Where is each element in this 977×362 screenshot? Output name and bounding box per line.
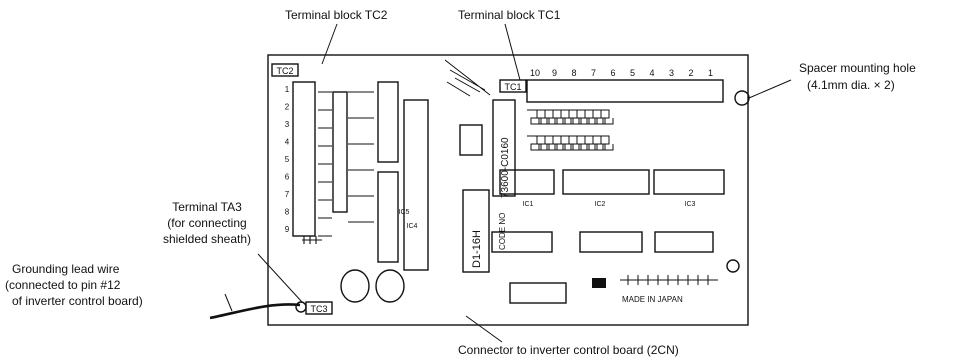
tc2-pin-number: 9 xyxy=(285,225,290,234)
tc1-pin-number: 8 xyxy=(571,68,576,78)
hatched-mark xyxy=(444,59,491,97)
tc2-terminal-block xyxy=(292,81,316,237)
tc1-pin-number: 6 xyxy=(610,68,615,78)
connector-leader xyxy=(465,315,503,343)
tc1-board-label: TC1 xyxy=(504,82,521,92)
tc2-callout: Terminal block TC2 xyxy=(285,8,388,22)
ic-column-c xyxy=(403,99,429,271)
tc2-label-box xyxy=(271,63,299,77)
tc1-pin-number: 5 xyxy=(630,68,635,78)
tc2-pin-number: 6 xyxy=(285,173,290,182)
code-no-label: CODE NO xyxy=(498,213,507,250)
spacer-hole-top xyxy=(734,90,750,106)
ic-column-b xyxy=(377,171,399,263)
ic-label: IC3 xyxy=(685,201,696,208)
grounding-terminal xyxy=(295,301,307,313)
ic-row-6 xyxy=(654,231,714,253)
ic-label: IC2 xyxy=(595,201,606,208)
ground-callout-line1: Grounding lead wire xyxy=(12,262,120,276)
tc1-pin-number: 7 xyxy=(591,68,596,78)
ic-row-2 xyxy=(562,169,650,195)
ta3-callout-line2: (for connecting xyxy=(167,216,247,230)
part-number-strip xyxy=(492,99,516,197)
ic-row-4 xyxy=(491,231,553,253)
ta3-leader xyxy=(257,253,303,303)
tc1-leader xyxy=(504,23,521,81)
d1-16h-label: D1-16H xyxy=(471,230,483,268)
tc2-pin-number: 2 xyxy=(285,103,290,112)
tc1-pin-number: 9 xyxy=(552,68,557,78)
tc2-board-label: TC2 xyxy=(276,66,293,76)
ic-label: IC1 xyxy=(523,201,534,208)
ic-column-a xyxy=(377,81,399,163)
ic-tall-left xyxy=(332,91,348,213)
ic-row-5 xyxy=(579,231,643,253)
tc1-pin-number: 2 xyxy=(688,68,693,78)
tc1-resistor-row-1 xyxy=(527,109,614,125)
ta3-callout-line1: Terminal TA3 xyxy=(172,200,242,214)
tc1-pin-number: 1 xyxy=(708,68,713,78)
left-component-ladder xyxy=(302,91,374,244)
tc2-pin-number: 4 xyxy=(285,138,290,147)
tc3-board-label: TC3 xyxy=(310,304,327,314)
capacitor-oval-1 xyxy=(340,269,370,303)
grounding-lead-wire xyxy=(209,303,301,320)
capacitor-oval-2 xyxy=(375,269,405,303)
connector-callout: Connector to inverter control board (2CN… xyxy=(458,343,679,357)
tc1-resistor-row-2 xyxy=(527,135,614,151)
made-in-japan-label: MADE IN JAPAN xyxy=(622,295,683,304)
part-number-label: 73600-C0160 xyxy=(500,137,511,198)
spacer-hole-bottom xyxy=(726,259,740,273)
leader-lines xyxy=(224,23,792,343)
spacer-callout-line1: Spacer mounting hole xyxy=(799,61,916,75)
black-connector-block xyxy=(592,278,606,288)
tc2-pin-number: 1 xyxy=(285,85,290,94)
ic-row-3 xyxy=(653,169,725,195)
ic-bottom xyxy=(509,282,567,304)
tc1-pin-number: 3 xyxy=(669,68,674,78)
tc2-pin-number: 7 xyxy=(285,190,290,199)
ic-row-1 xyxy=(499,169,555,195)
bottom-right-resistor-row xyxy=(620,275,718,285)
spacer-leader xyxy=(748,79,792,99)
ic-label: IC4 xyxy=(407,223,418,230)
tc1-pin-numbers: 10 9 8 7 6 5 4 3 2 1 xyxy=(530,68,713,78)
tc2-pin-numbers: 1 2 3 4 5 6 7 8 9 xyxy=(285,85,290,234)
tc2-pin-number: 3 xyxy=(285,120,290,129)
ground-leader xyxy=(224,293,233,312)
ground-callout-line2: (connected to pin #12 xyxy=(5,278,121,292)
tc2-leader xyxy=(321,23,338,65)
tc1-callout: Terminal block TC1 xyxy=(458,8,561,22)
d1-16h-chip xyxy=(462,189,490,273)
tc2-pin-number: 8 xyxy=(285,208,290,217)
ta3-callout-line3: shielded sheath) xyxy=(162,232,252,246)
tc1-pin-number: 4 xyxy=(649,68,654,78)
tc1-terminal-block xyxy=(526,79,724,103)
ic-label: IC5 xyxy=(399,209,410,216)
ground-callout-line3: of inverter control board) xyxy=(12,294,143,308)
small-chip-top xyxy=(459,124,483,156)
board-outline xyxy=(267,54,749,326)
tc1-pin-number: 10 xyxy=(530,68,540,78)
spacer-callout-line2: (4.1mm dia. × 2) xyxy=(807,78,895,92)
tc2-pin-number: 5 xyxy=(285,155,290,164)
tc1-label-box xyxy=(499,79,527,93)
